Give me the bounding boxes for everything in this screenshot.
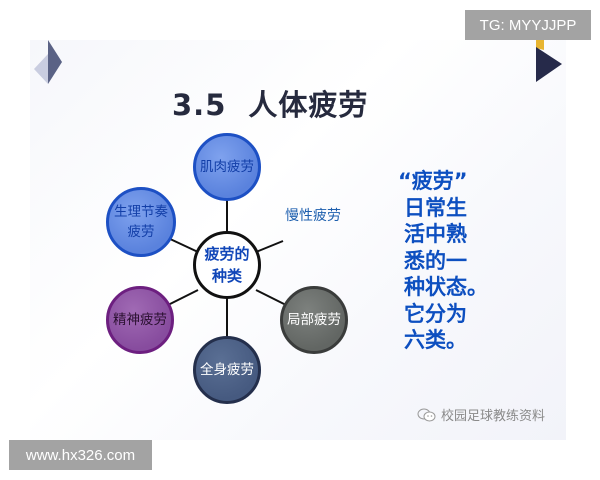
fatigue-description: “疲劳” 日常生 活中熟 悉的一 种状态。 它分为 六类。	[398, 168, 488, 354]
center-label-line2: 种类	[211, 267, 242, 285]
node-local-fatigue: 局部疲劳	[280, 286, 348, 354]
title-number: 3.5	[172, 88, 227, 122]
node-label: 全身疲劳	[200, 362, 254, 378]
node-label: 生理节奏疲劳	[114, 202, 168, 242]
node-mental-fatigue: 精神疲劳	[106, 286, 174, 354]
page-title: 3.5 人体疲劳	[172, 82, 368, 124]
description-line: 悉的一	[404, 248, 467, 273]
wechat-icon	[417, 408, 436, 421]
node-center-fatigue-types: 疲劳的种类	[193, 231, 261, 299]
diamond-arrow-icon	[34, 40, 62, 84]
source-attribution: 校园足球教练资料	[417, 405, 545, 424]
center-label-line1: 疲劳的	[204, 245, 250, 263]
description-line: 六类。	[404, 328, 467, 352]
description-line: 日常生	[404, 195, 467, 220]
play-triangle-icon	[536, 40, 562, 82]
description-line: “疲劳”	[398, 169, 468, 193]
description-line: 它分为	[404, 301, 467, 326]
node-whole-body-fatigue: 全身疲劳	[193, 336, 261, 404]
node-label: 局部疲劳	[287, 312, 341, 328]
node-label-line2: 疲劳	[127, 224, 155, 240]
node-label-line1: 生理节奏	[114, 204, 168, 220]
title-text: 人体疲劳	[248, 88, 369, 122]
node-label: 精神疲劳	[113, 312, 167, 328]
node-label: 肌肉疲劳	[200, 159, 254, 175]
center-label: 疲劳的种类	[204, 243, 249, 287]
source-label: 校园足球教练资料	[441, 409, 546, 424]
node-rhythm-fatigue: 生理节奏疲劳	[106, 187, 176, 257]
chronic-fatigue-label: 慢性疲劳	[285, 208, 341, 224]
node-muscle-fatigue: 肌肉疲劳	[193, 133, 261, 201]
watermark-site: www.hx326.com	[9, 440, 152, 470]
description-line: 活中熟	[404, 222, 467, 246]
watermark-tg: TG: MYYJJPP	[465, 10, 591, 40]
description-line: 种状态。	[404, 275, 488, 299]
